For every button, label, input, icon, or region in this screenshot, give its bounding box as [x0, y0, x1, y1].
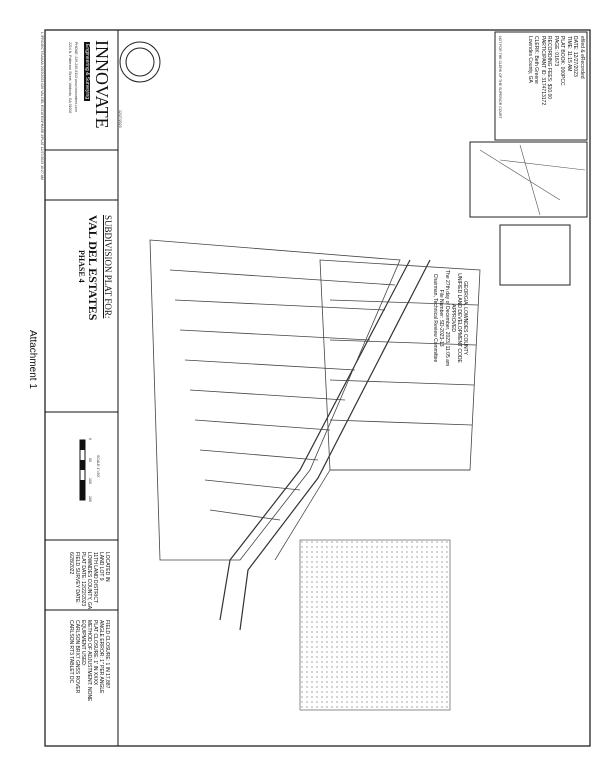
surveyor-seal [119, 41, 161, 83]
legend-box [499, 224, 571, 286]
vicinity-map [469, 141, 588, 218]
scale-bar [79, 439, 86, 501]
scale-tick: 200 [88, 496, 92, 502]
attachment-label: Attachment 1 [27, 330, 38, 389]
subdivision-name: VAL DEL ESTATES [86, 215, 100, 321]
scale-tick: 0 [88, 438, 92, 440]
lot-lines [149, 239, 481, 561]
scale-label: SCALE 1"=50' [96, 455, 100, 478]
phase-label: PHASE 4 [77, 250, 86, 283]
scale-tick: 100 [88, 478, 92, 484]
road-line [239, 259, 431, 631]
company-logo: INNOVATE [92, 40, 112, 129]
signature-date: 12/27/2023 [118, 110, 122, 128]
scale-tick: 50 [88, 458, 92, 462]
plat-heading: SUBDIVISION PLAT FOR: [103, 215, 113, 319]
file-path: L:\PROJECTS\AAAA 2023\2023-026 VAL DEL E… [40, 32, 44, 180]
sheet-border [44, 29, 591, 747]
company-contact: PHONE: 229-249-8113 www.innovatees.com [74, 42, 78, 112]
recording-footer: NOT FOR THE CLERK OF THE SUPERIOR COURT [498, 36, 502, 119]
hatched-area [299, 539, 451, 711]
company-tagline: Engineering & Surveying [84, 42, 90, 102]
company-address: 2214 N. Patterson Street, Valdosta, GA 3… [68, 42, 72, 114]
